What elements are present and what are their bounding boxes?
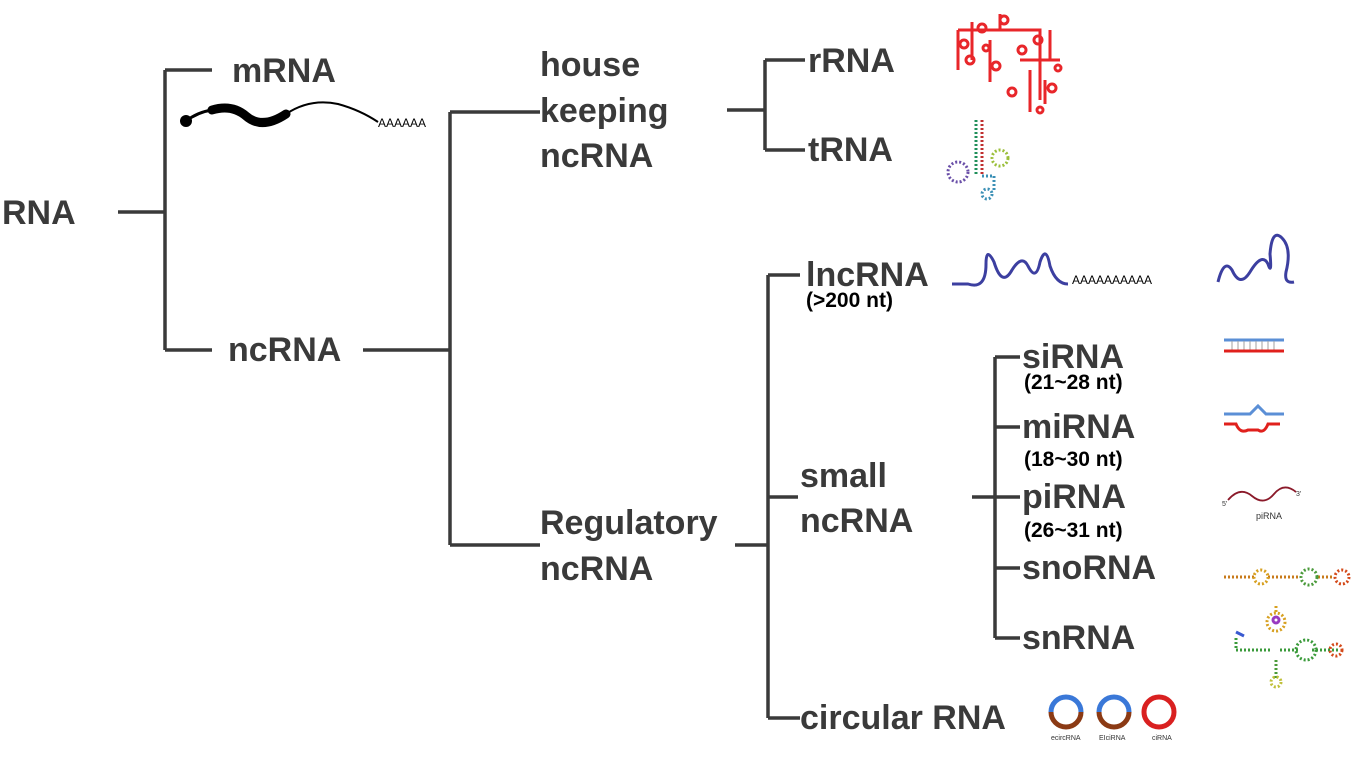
- circrna-types-icon: ecircRNA EIciRNA ciRNA: [1048, 694, 1177, 742]
- tree-edges: [118, 58, 1020, 720]
- snrna-structure-icon: [1234, 604, 1344, 689]
- node-regulatory-line1: Regulatory: [540, 504, 718, 542]
- node-lncrna: lncRNA: [806, 256, 929, 294]
- lncrna-size: (>200 nt): [806, 289, 893, 312]
- lncrna-polya-tail: AAAAAAAAAA: [1072, 273, 1152, 287]
- pirna-size: (26~31 nt): [1024, 519, 1123, 542]
- lncrna-strand-icon: AAAAAAAAAA: [952, 252, 1152, 287]
- node-housekeeping-line1: house: [540, 46, 640, 84]
- node-small-line1: small: [800, 457, 887, 495]
- node-circular-rna: circular RNA: [800, 699, 1006, 737]
- lncrna-secondary-icon: [1216, 233, 1295, 284]
- node-rrna: rRNA: [808, 42, 895, 80]
- node-ncrna: ncRNA: [228, 331, 341, 369]
- node-snrna: snRNA: [1022, 619, 1135, 657]
- node-mrna: mRNA: [232, 52, 336, 90]
- node-rna: RNA: [2, 194, 76, 232]
- node-housekeeping-line3: ncRNA: [540, 137, 653, 175]
- mrna-icon: AAAAAA: [180, 101, 426, 130]
- mirna-duplex-icon: [1224, 403, 1284, 433]
- node-housekeeping-line2: keeping: [540, 92, 668, 130]
- node-small-line2: ncRNA: [800, 502, 913, 540]
- snorna-structure-icon: [1224, 567, 1351, 587]
- sirna-duplex-icon: [1224, 338, 1284, 353]
- node-trna: tRNA: [808, 131, 893, 169]
- node-snorna: snoRNA: [1022, 549, 1156, 587]
- node-mirna: miRNA: [1022, 408, 1135, 446]
- eicirna-label: EIciRNA: [1099, 735, 1126, 742]
- cirna-label: ciRNA: [1152, 735, 1172, 742]
- eicirna-icon: EIciRNA: [1096, 694, 1132, 742]
- mrna-polya-tail: AAAAAA: [378, 116, 426, 130]
- ecircrna-label: ecircRNA: [1051, 735, 1081, 742]
- rrna-structure-icon: [956, 14, 1063, 115]
- node-regulatory-line2: ncRNA: [540, 550, 653, 588]
- ecircrna-icon: ecircRNA: [1048, 694, 1084, 742]
- pirna-3prime: 3': [1296, 491, 1301, 498]
- node-sirna: siRNA: [1022, 338, 1124, 376]
- pirna-icon-label: piRNA: [1256, 511, 1282, 521]
- sirna-size: (21~28 nt): [1024, 371, 1123, 394]
- cirna-icon: ciRNA: [1141, 694, 1177, 742]
- node-pirna: piRNA: [1022, 478, 1126, 516]
- pirna-5prime: 5': [1222, 501, 1227, 508]
- trna-structure-icon: [946, 120, 1010, 201]
- pirna-strand-icon: 5' 3' piRNA: [1222, 486, 1301, 521]
- mirna-size: (18~30 nt): [1024, 448, 1123, 471]
